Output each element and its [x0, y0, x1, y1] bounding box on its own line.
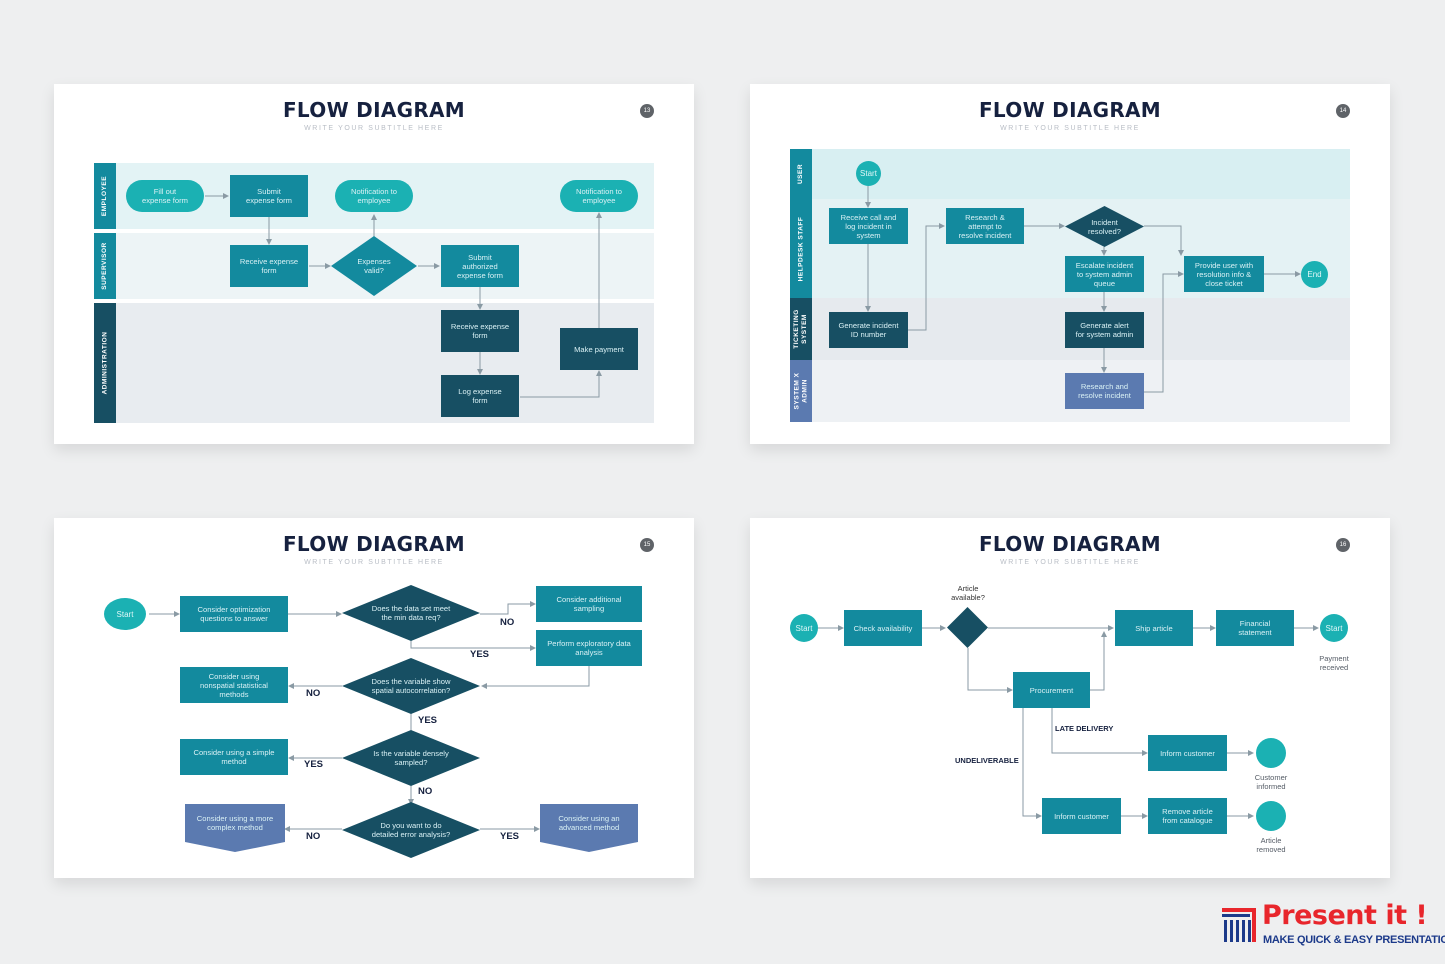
node-notification-2: Notification to employee — [560, 180, 638, 212]
node-exploratory-analysis: Perform exploratory data analysis — [536, 630, 642, 666]
label-article-removed: Article removed — [1256, 836, 1286, 854]
node-receive-supervisor: Receive expense form — [230, 245, 308, 287]
node-article-decision — [947, 607, 988, 648]
lane-label-admin: SYSTEM X ADMIN — [790, 360, 812, 422]
lane-label-supervisor: SUPERVISOR — [94, 233, 116, 299]
label-no: NO — [306, 688, 321, 699]
brand-name: Present it ! — [1262, 900, 1428, 931]
node-start: Start — [856, 161, 881, 186]
slide-16: FLOW DIAGRAM WRITE YOUR SUBTITLE HERE 16… — [750, 518, 1390, 878]
label-yes: YES — [418, 715, 438, 726]
node-ship-article: Ship article — [1115, 610, 1193, 646]
lane-label-administration: ADMINISTRATION — [94, 303, 116, 423]
node-error-analysis: Do you want to do detailed error analysi… — [342, 802, 480, 858]
label-yes: YES — [470, 649, 490, 660]
label-yes: YES — [304, 759, 324, 770]
lane-label-employee: EMPLOYEE — [94, 163, 116, 229]
slide-title: FLOW DIAGRAM — [282, 98, 466, 122]
page-number: 13 — [640, 104, 654, 118]
node-notification-1: Notification to employee — [335, 180, 413, 212]
node-nonspatial: Consider using nonspatial statistical me… — [180, 667, 288, 703]
node-receive-admin: Receive expense form — [441, 310, 519, 352]
page-number: 15 — [640, 538, 654, 552]
lane-user — [790, 149, 1350, 199]
node-financial-statement: Financial statement — [1216, 610, 1294, 646]
node-research-resolve: Research and resolve incident — [1065, 373, 1144, 409]
lane-label-ticketing: TICKETING SYSTEM — [790, 298, 812, 360]
node-consider-optimization: Consider optimization questions to answe… — [180, 596, 288, 632]
node-additional-sampling: Consider additional sampling — [536, 586, 642, 622]
node-inform-customer-2: Inform customer — [1042, 798, 1121, 834]
page-number: 14 — [1336, 104, 1350, 118]
node-spatial-autocorrelation: Does the variable show spatial autocorre… — [342, 658, 480, 714]
node-check-availability: Check availability — [844, 610, 922, 646]
label-no: NO — [500, 617, 515, 628]
connectors — [205, 193, 602, 398]
label-article-available: Article available? — [951, 584, 985, 602]
node-fill-out: Fill out expense form — [126, 180, 204, 212]
node-escalate: Escalate incident to system admin queue — [1065, 256, 1144, 292]
label-yes: YES — [500, 831, 520, 842]
slide-subtitle: WRITE YOUR SUBTITLE HERE — [1000, 125, 1140, 132]
brand-mark-icon — [1222, 908, 1256, 942]
node-advanced-method: Consider using an advanced method — [540, 804, 638, 852]
slide-13: FLOW DIAGRAM WRITE YOUR SUBTITLE HERE 13… — [54, 84, 694, 444]
label-payment-received: Payment received — [1319, 654, 1349, 672]
slide-15: FLOW DIAGRAM WRITE YOUR SUBTITLE HERE 15… — [54, 518, 694, 878]
connectors — [865, 185, 1301, 393]
brand-logo: Present it ! MAKE QUICK & EASY PRESENTAT… — [1222, 900, 1445, 950]
label-no: NO — [306, 831, 321, 842]
node-inform-customer-1: Inform customer — [1148, 735, 1227, 771]
node-generate-alert: Generate alert for system admin — [1065, 312, 1144, 348]
node-log-expense: Log expense form — [441, 375, 519, 417]
label-undeliverable: UNDELIVERABLE — [955, 756, 1019, 765]
node-start: Start — [104, 598, 146, 630]
node-provide-user: Provide user with resolution info & clos… — [1184, 256, 1264, 292]
slide-title: FLOW DIAGRAM — [282, 532, 466, 556]
node-min-data-req: Does the data set meet the min data req? — [342, 585, 480, 641]
node-make-payment: Make payment — [560, 328, 638, 370]
node-start: Start — [790, 614, 818, 642]
node-end-start: Start — [1320, 614, 1348, 642]
connectors — [149, 601, 590, 832]
node-densely-sampled: Is the variable densely sampled? — [342, 730, 480, 786]
node-procurement: Procurement — [1013, 672, 1090, 708]
page-number: 16 — [1336, 538, 1350, 552]
slide-subtitle: WRITE YOUR SUBTITLE HERE — [1000, 559, 1140, 566]
node-end: End — [1301, 261, 1328, 288]
node-simple-method: Consider using a simple method — [180, 739, 288, 775]
node-incident-resolved: Incident resolved? — [1065, 206, 1144, 247]
node-submit-form: Submit expense form — [230, 175, 308, 217]
slide-subtitle: WRITE YOUR SUBTITLE HERE — [304, 125, 444, 132]
node-article-removed — [1256, 801, 1286, 831]
connectors — [818, 625, 1319, 819]
node-receive-call: Receive call and log incident in system — [829, 208, 908, 244]
node-research-attempt: Research & attempt to resolve incident — [946, 208, 1024, 244]
node-expenses-valid: Expenses valid? — [331, 236, 417, 296]
node-remove-article: Remove article from catalogue — [1148, 798, 1227, 834]
brand-tagline: MAKE QUICK & EASY PRESENTATIONS — [1263, 934, 1445, 946]
lane-label-helpdesk: HELPDESK STAFF — [790, 199, 812, 298]
slide-14: FLOW DIAGRAM WRITE YOUR SUBTITLE HERE 14… — [750, 84, 1390, 444]
label-no: NO — [418, 786, 433, 797]
slide-title: FLOW DIAGRAM — [978, 98, 1162, 122]
slide-title: FLOW DIAGRAM — [978, 532, 1162, 556]
slide-subtitle: WRITE YOUR SUBTITLE HERE — [304, 559, 444, 566]
label-customer-informed: Customer informed — [1254, 773, 1288, 791]
node-complex-method: Consider using a more complex method — [185, 804, 285, 852]
label-late-delivery: LATE DELIVERY — [1055, 724, 1114, 733]
node-customer-informed — [1256, 738, 1286, 768]
node-submit-authorized: Submit authorized expense form — [441, 245, 519, 287]
node-generate-id: Generate incident ID number — [829, 312, 908, 348]
lane-label-user: USER — [790, 149, 812, 199]
